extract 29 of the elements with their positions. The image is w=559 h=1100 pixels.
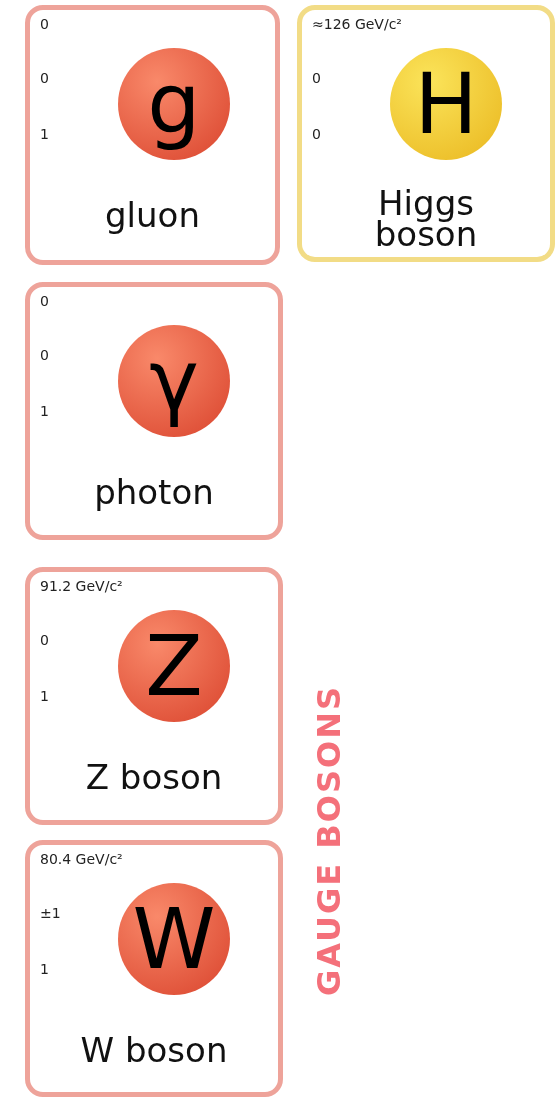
mass-label: 91.2 GeV/c² — [40, 578, 123, 594]
particle-card — [297, 5, 555, 262]
particle-card — [25, 282, 283, 540]
particle-symbol: H — [390, 48, 502, 160]
charge-label: 0 — [40, 632, 49, 648]
particle-symbol: g — [118, 48, 230, 160]
mass-label: ≈126 GeV/c² — [312, 16, 402, 32]
particle-name: W boson — [79, 1035, 229, 1066]
particle-name: Z boson — [84, 762, 224, 793]
spin-label: 1 — [40, 403, 49, 419]
particle-name: Higgs boson — [373, 188, 479, 250]
charge-label: ±1 — [40, 905, 61, 921]
spin-label: 1 — [40, 961, 49, 977]
spin-label: 0 — [312, 126, 321, 142]
spin-label: 1 — [40, 126, 49, 142]
group-label: GAUGE BOSONS — [310, 685, 348, 996]
particle-symbol: Z — [118, 610, 230, 722]
mass-label: 0 — [40, 293, 49, 309]
charge-label: 0 — [40, 347, 49, 363]
particle-symbol: γ — [118, 325, 230, 437]
particle-symbol: W — [118, 883, 230, 995]
mass-label: 80.4 GeV/c² — [40, 851, 123, 867]
charge-label: 0 — [40, 70, 49, 86]
spin-label: 1 — [40, 688, 49, 704]
particle-card — [25, 567, 283, 825]
particle-card — [25, 5, 280, 265]
mass-label: 0 — [40, 16, 49, 32]
particle-card — [25, 840, 283, 1097]
charge-label: 0 — [312, 70, 321, 86]
